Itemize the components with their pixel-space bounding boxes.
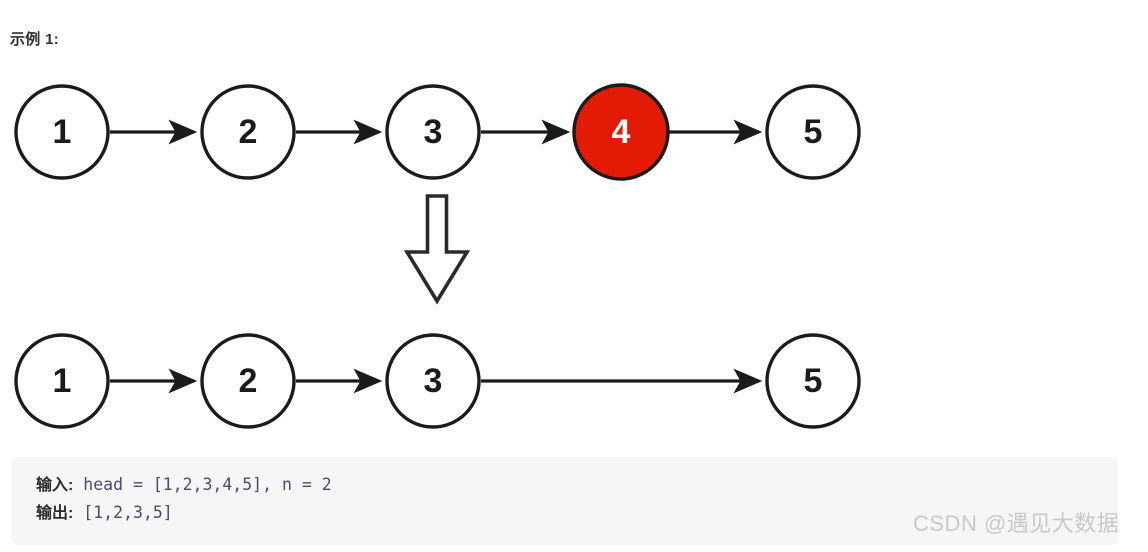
output-value: [1,2,3,5]: [73, 503, 173, 522]
before-list: 1 2 3 4 5: [14, 83, 861, 181]
node-before-1[interactable]: 1: [14, 84, 110, 180]
csdn-watermark: CSDN @遇见大数据: [913, 511, 1120, 536]
node-label: 1: [53, 362, 72, 400]
example-io-block: 输入: head = [1,2,3,4,5], n = 2 输出: [1,2,3…: [11, 457, 1118, 545]
node-before-3[interactable]: 3: [385, 84, 481, 180]
node-before-2[interactable]: 2: [200, 84, 296, 180]
node-label: 2: [239, 362, 258, 400]
input-label: 输入:: [36, 477, 74, 494]
after-list: 1 2 3 5: [14, 333, 861, 429]
node-label: 2: [239, 113, 258, 151]
output-line: 输出: [1,2,3,5]: [36, 499, 1118, 527]
linked-list-diagram: 1 2 3 4 5: [14, 83, 861, 429]
node-label: 5: [804, 113, 823, 151]
node-after-3[interactable]: 3: [385, 333, 481, 429]
page-title: 示例 1:: [10, 31, 60, 48]
input-value: head = [1,2,3,4,5], n = 2: [73, 475, 332, 494]
node-after-1[interactable]: 1: [14, 333, 110, 429]
node-label: 3: [424, 113, 443, 151]
node-label: 1: [53, 113, 72, 151]
transform-down-arrow: [403, 194, 471, 305]
node-label: 4: [612, 113, 631, 151]
input-line: 输入: head = [1,2,3,4,5], n = 2: [36, 471, 1118, 499]
node-after-2[interactable]: 2: [200, 333, 296, 429]
output-label: 输出:: [36, 505, 74, 522]
node-after-5[interactable]: 5: [765, 333, 861, 429]
node-label: 5: [804, 362, 823, 400]
node-before-4-highlighted[interactable]: 4: [572, 83, 670, 181]
node-label: 3: [424, 362, 443, 400]
node-before-5[interactable]: 5: [765, 84, 861, 180]
